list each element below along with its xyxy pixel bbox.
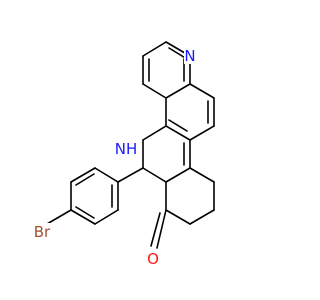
bond — [189, 209, 215, 225]
bond — [189, 167, 215, 183]
amine-nh-label: NH — [115, 140, 138, 158]
bond — [142, 41, 167, 57]
bond — [46, 209, 72, 225]
bond — [165, 125, 191, 141]
bond — [165, 167, 191, 183]
bond — [168, 119, 188, 132]
bromine-atom-label: Br — [34, 223, 51, 241]
label-background — [112, 140, 140, 158]
label-background — [145, 250, 161, 268]
bond-layer — [46, 41, 215, 249]
molecule-structure: N NH O Br — [28, 41, 215, 268]
bond — [117, 167, 144, 183]
label-background — [184, 48, 198, 64]
bond — [94, 167, 119, 183]
bond — [189, 83, 215, 99]
oxygen-atom-label: O — [147, 250, 159, 268]
bond — [156, 209, 167, 249]
bond — [94, 209, 119, 225]
bond — [142, 167, 167, 183]
bond — [75, 206, 95, 219]
bond — [165, 83, 191, 99]
bond — [75, 173, 95, 186]
bond — [165, 209, 191, 225]
bond — [150, 212, 161, 247]
nitrogen-atom-label: N — [184, 47, 195, 65]
bond — [189, 125, 215, 141]
label-background — [28, 223, 56, 241]
bond — [142, 125, 167, 141]
bond — [70, 167, 96, 183]
bond — [70, 209, 96, 225]
atom-label-layer: N NH O Br — [28, 47, 198, 268]
bond — [142, 83, 167, 99]
